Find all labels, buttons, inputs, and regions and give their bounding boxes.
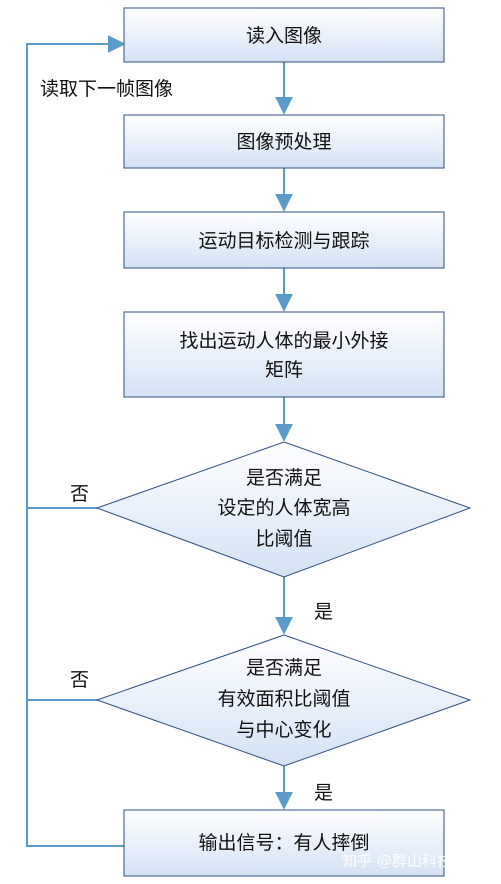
preprocess-label: 图像预处理 (236, 131, 331, 153)
detect-track-label: 运动目标检测与跟踪 (198, 230, 369, 252)
decision-area-line-1: 是否满足 (246, 657, 322, 679)
decision-area-shape (95, 634, 472, 767)
yes-label-2: 是 (314, 782, 333, 804)
decision-area: 是否满足 有效面积比阈值 与中心变化 (95, 634, 472, 767)
output-label: 输出信号：有人摔倒 (198, 832, 369, 854)
node-find-rect: 找出运动人体的最小外接 矩阵 (123, 311, 445, 398)
no-label-2: 否 (70, 669, 89, 691)
node-detect-track: 运动目标检测与跟踪 (123, 211, 445, 269)
decision-ratio-line-3: 比阈值 (255, 528, 312, 550)
find-rect-label-line-1: 找出运动人体的最小外接 (179, 330, 388, 352)
read-image-box (123, 7, 445, 63)
decision-ratio-line-2: 设定的人体宽高 (217, 497, 350, 519)
preprocess-box (123, 114, 445, 169)
find-rect-box (123, 311, 445, 398)
node-read-image: 读入图像 (123, 7, 445, 63)
decision-ratio-line-1: 是否满足 (246, 467, 322, 489)
yes-label-1: 是 (314, 601, 333, 623)
no-label-1: 否 (70, 483, 89, 505)
node-preprocess: 图像预处理 (123, 114, 445, 169)
loop-back-line (26, 35, 126, 847)
decision-area-line-3: 与中心变化 (236, 719, 331, 741)
read-image-label: 读入图像 (246, 25, 322, 47)
output-box (123, 809, 445, 877)
detect-track-box (123, 211, 445, 269)
watermark-text: 知乎 @群山科技工作室 (342, 852, 497, 870)
loop-back-label: 读取下一帧图像 (40, 78, 173, 100)
decision-ratio-shape (95, 441, 472, 578)
find-rect-label-line-2: 矩阵 (265, 359, 303, 381)
node-output: 输出信号：有人摔倒 (123, 809, 445, 877)
decision-area-line-2: 有效面积比阈值 (217, 688, 350, 710)
connectors (26, 35, 293, 847)
decision-ratio: 是否满足 设定的人体宽高 比阈值 (95, 441, 472, 578)
